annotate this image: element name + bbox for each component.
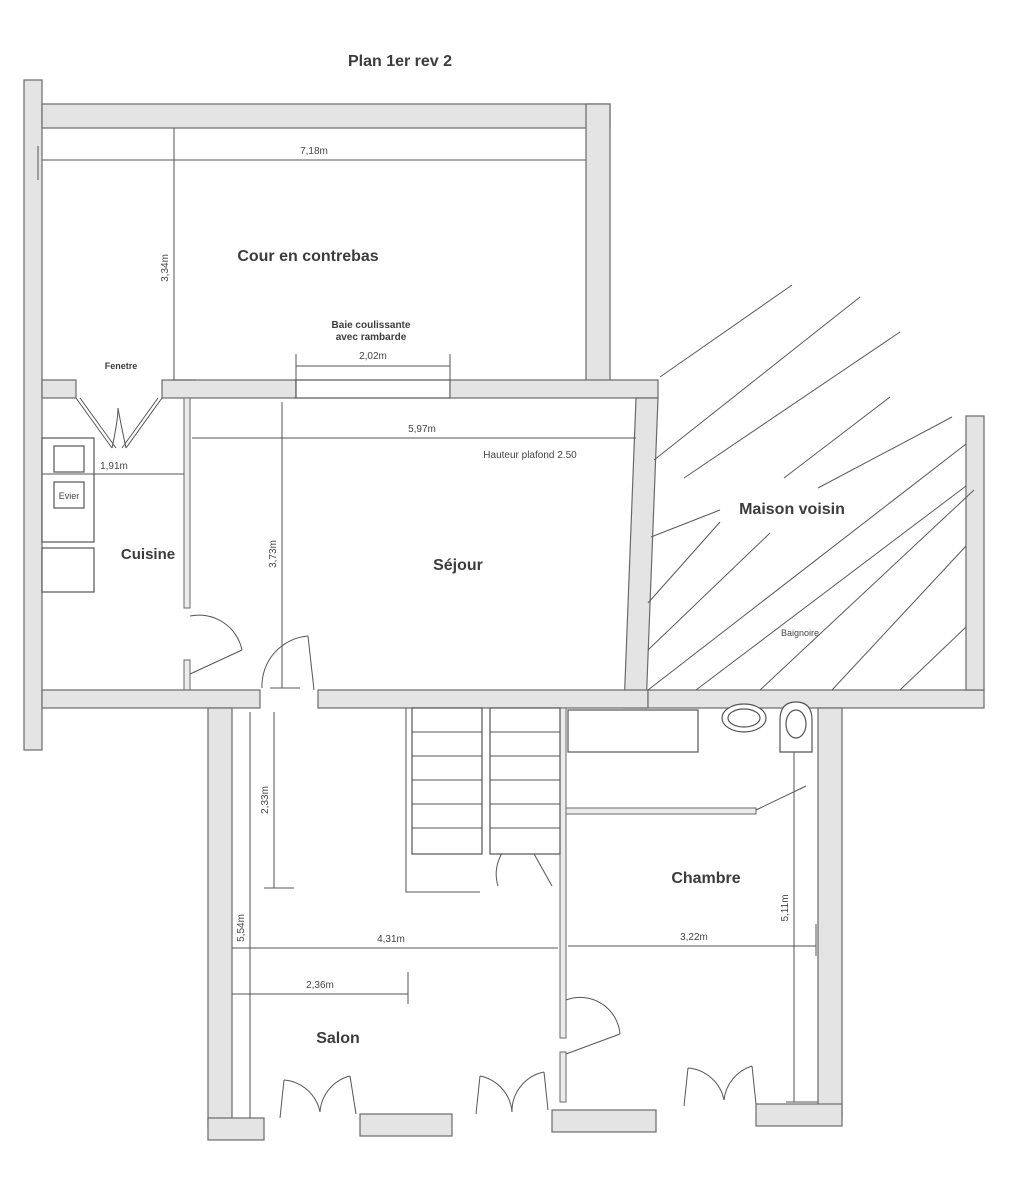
window-label: Fenetre [105,361,138,371]
room-label-cuisine: Cuisine [121,546,175,563]
walls [23,79,985,1141]
dim-entree-height: 2,33m [260,786,271,814]
doors [189,614,807,1119]
dim-salon-width: 4,31m [377,934,405,945]
dim-baie-width: 2,02m [359,351,387,362]
room-label-maison-voisin: Maison voisin [739,501,845,518]
bay-label-line2: avec rambarde [336,332,407,343]
dimension-lines [37,128,818,1118]
dim-sejour-width: 5,97m [408,424,436,435]
kitchen-window [75,397,163,449]
bathroom-fixtures [567,701,813,753]
dim-cour-width: 7,18m [300,146,328,157]
dim-salon-height: 5,54m [236,914,247,942]
ceiling-height-note: Hauteur plafond 2.50 [483,450,577,461]
bay-label-line1: Baie coulissante [332,320,411,331]
room-label-chambre: Chambre [671,870,740,887]
dim-chambre-height: 5,11m [780,894,791,921]
sink-label: Evier [59,491,80,501]
sink [53,481,85,509]
bathtub [567,709,699,753]
sliding-bay-window [295,379,451,399]
room-label-cour: Cour en contrebas [237,248,378,265]
room-label-salon: Salon [316,1030,360,1047]
dim-cuisine-width: 1,91m [100,461,128,472]
dim-chambre-width: 3,22m [680,932,708,943]
plan-title: Plan 1er rev 2 [348,53,452,70]
kitchen-fixtures: Evier [41,437,95,593]
neighbor-house-hatching [647,284,975,691]
staircase [405,707,561,893]
dim-sejour-height: 3,73m [268,540,279,568]
bathtub-label: Baignoire [781,628,819,638]
room-label-sejour: Séjour [433,557,483,574]
dim-salon-partial: 2,36m [306,980,334,991]
dim-cour-height: 3,34m [160,254,171,282]
